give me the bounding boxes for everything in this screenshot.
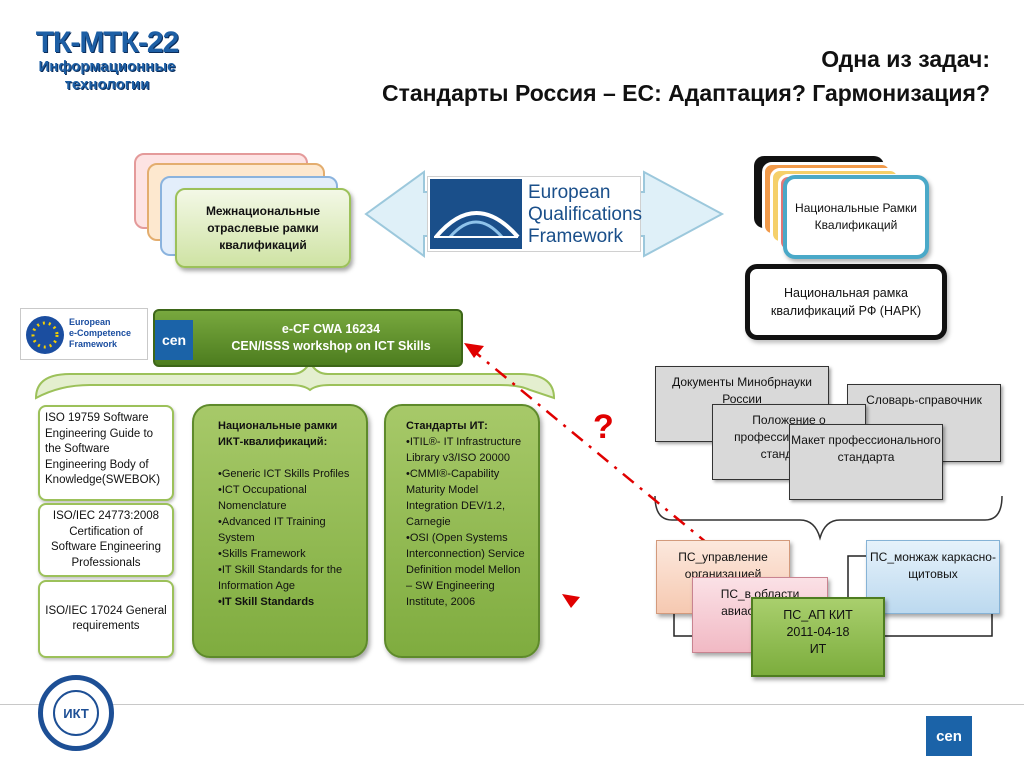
ecf-logo-line1: European — [69, 317, 111, 327]
eqf-text-3: Framework — [528, 226, 624, 247]
national-ict-frameworks-box: Национальные рамки ИКТ-квалификаций: Gen… — [192, 404, 368, 658]
national-ict-item: IT Skill Standards — [218, 594, 356, 610]
national-frameworks-card: Национальные Рамки Квалификаций — [783, 175, 929, 259]
national-ict-list: Generic ICT Skills Profiles ICT Occupati… — [218, 466, 356, 610]
red-arrowhead-top — [464, 343, 484, 358]
ecf-logo-line3: Framework — [69, 339, 118, 349]
brand-logo-line3: технологии — [64, 76, 150, 93]
intl-frameworks-card: Межнациональные отраслевые рамки квалифи… — [175, 188, 351, 268]
slide-title-line1: Одна из задач: — [821, 46, 990, 72]
cen-logo: cen — [155, 320, 193, 360]
ps-it-line2: 2011-04-18 — [786, 625, 850, 639]
ps-it-box: ПС_АП КИТ 2011-04-18 ИТ — [751, 597, 885, 677]
it-standard-item: ITIL®- IT Infrastructure Library v3/ISO … — [406, 434, 528, 466]
eu-stars-icon — [26, 316, 64, 354]
iso-17024-box: ISO/IEC 17024 General requirements — [38, 580, 174, 658]
iso-19759-box: ISO 19759 Software Engineering Guide to … — [38, 405, 174, 501]
ps-it-line3: ИТ — [809, 642, 827, 656]
iso-24773-box: ISO/IEC 24773:2008 Certification of Soft… — [38, 503, 174, 577]
national-ict-item: ICT Occupational Nomenclature — [218, 482, 356, 514]
brand-logo-line2: Информационные — [38, 58, 176, 75]
red-arrowhead-bottom — [562, 594, 580, 608]
national-ict-item: Skills Framework — [218, 546, 356, 562]
ecf-logo-text: European e-Competence Framework — [69, 317, 131, 350]
ecf-logo-line2: e-Competence — [69, 328, 132, 338]
ecf-bar-line2: CEN/ISSS workshop on ICT Skills — [231, 339, 431, 353]
national-ict-item: IT Skill Standards for the Information A… — [218, 562, 356, 594]
it-standard-item: CMMI®-Capability Maturity Model Integrat… — [406, 466, 528, 530]
brand-logo-line1: ТК-МТК-22 — [35, 26, 180, 59]
eqf-text-2: Qualifications — [528, 204, 643, 225]
cen-footer-logo: cen — [926, 716, 972, 756]
green-brace — [34, 359, 556, 400]
ikt-seal-text: ИКТ — [53, 690, 99, 736]
national-ict-title: Национальные рамки ИКТ-квалификаций: — [218, 420, 338, 448]
ps-mounting-box: ПС_монжаж каркасно-щитовых — [866, 540, 1000, 614]
template-box: Макет профессионального стандарта — [789, 424, 943, 500]
national-ict-item: Generic ICT Skills Profiles — [218, 466, 356, 482]
ps-it-line1: ПС_АП КИТ — [783, 608, 853, 622]
ecf-bar-line1: e-CF CWA 16234 — [281, 322, 381, 336]
national-ict-item: Advanced IT Training System — [218, 514, 356, 546]
it-standards-title: Стандарты ИТ: — [406, 420, 488, 432]
footer-divider — [0, 704, 1024, 705]
ecf-logo: European e-Competence Framework — [20, 308, 148, 360]
it-standards-box: Стандарты ИТ: ITIL®- IT Infrastructure L… — [384, 404, 540, 658]
eqf-text-1: European — [528, 182, 611, 203]
question-mark: ? — [593, 408, 614, 446]
eqf-logo: European Qualifications Framework — [427, 176, 643, 252]
it-standard-item: OSI (Open Systems Interconnection) Servi… — [406, 530, 528, 610]
it-standards-list: ITIL®- IT Infrastructure Library v3/ISO … — [406, 434, 528, 610]
docs-brace — [654, 495, 1003, 541]
eqf-bridge-icon — [430, 179, 522, 249]
ecf-bar: e-CF CWA 16234 CEN/ISSS workshop on ICT … — [153, 309, 463, 367]
slide-title-line2: Стандарты Россия – ЕС: Адаптация? Гармон… — [381, 80, 990, 106]
nark-card: Национальная рамка квалификаций РФ (НАРК… — [745, 264, 947, 340]
